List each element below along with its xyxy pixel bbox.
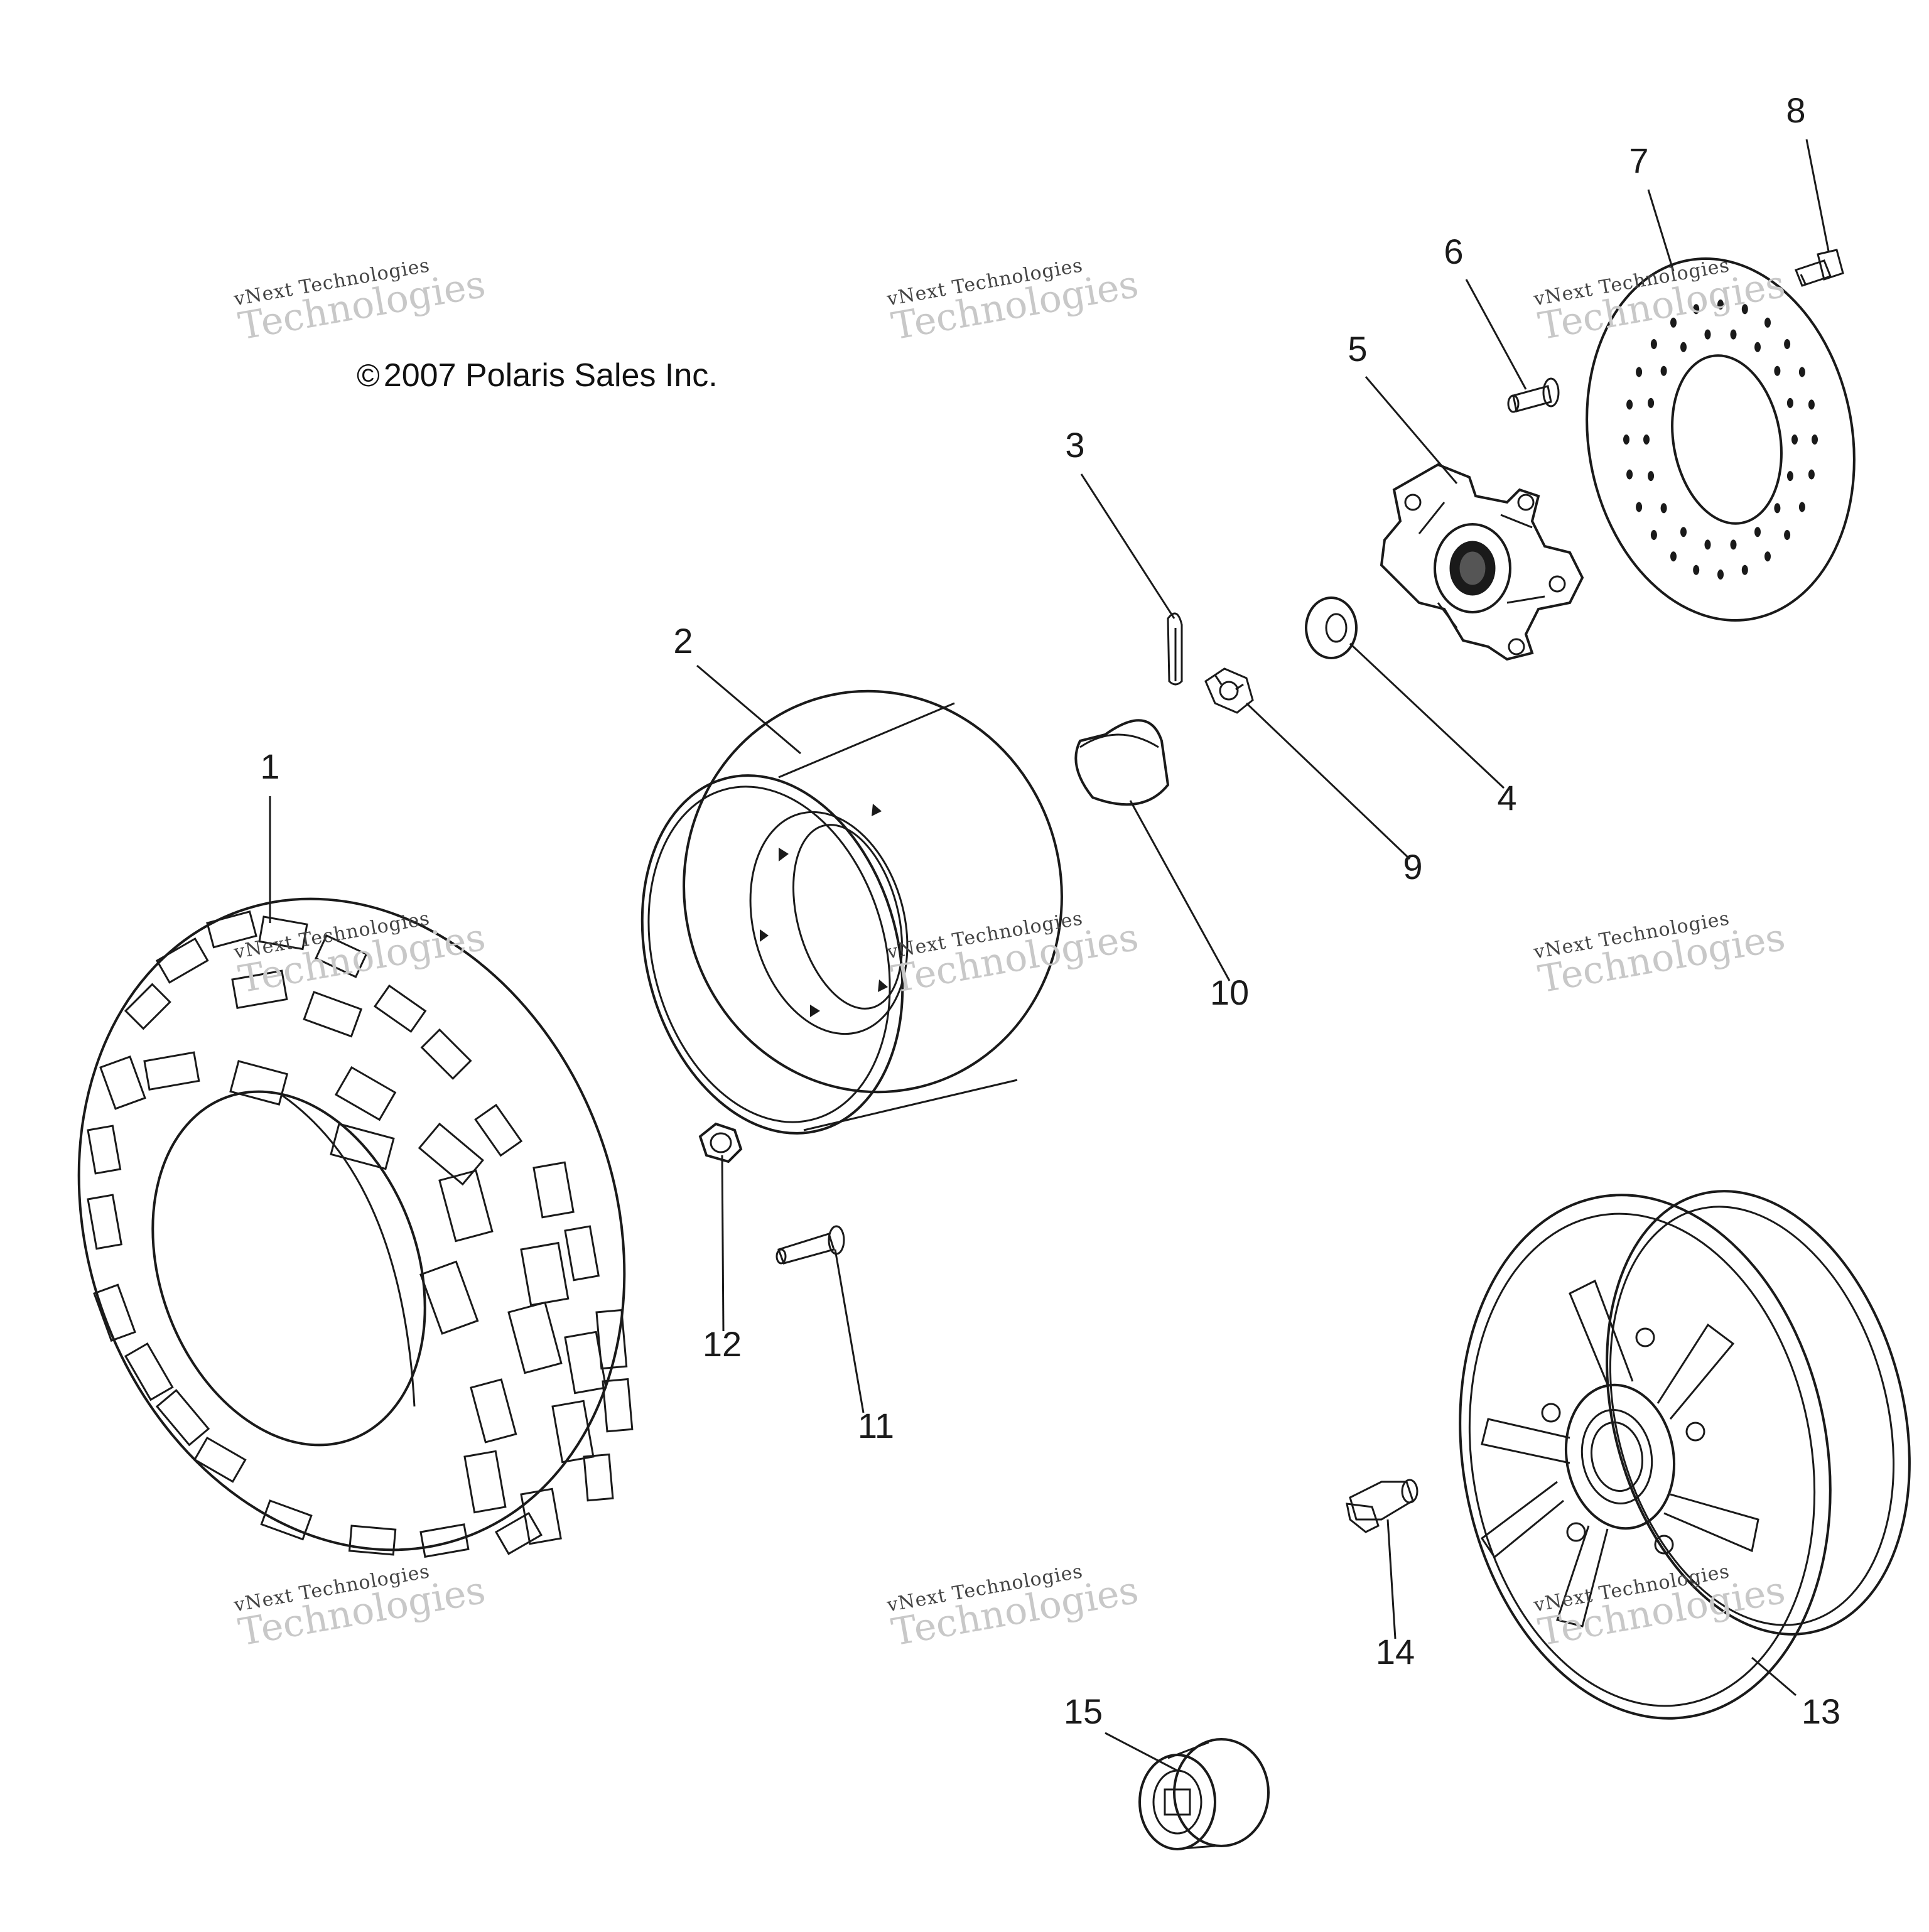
- cotter-pin-part: [1167, 612, 1183, 686]
- disc-hole: [1784, 530, 1791, 540]
- disc-hole: [1636, 367, 1643, 377]
- hub-part: [1380, 463, 1584, 661]
- leader-line-8: [1805, 139, 1830, 252]
- disc-hole: [1730, 539, 1737, 550]
- callout-number-15: 15: [1064, 1692, 1103, 1731]
- disc-hole: [1680, 342, 1687, 352]
- disc-hole: [1786, 471, 1793, 482]
- disc-hole: [1798, 367, 1805, 377]
- tire-part: [77, 897, 634, 1558]
- disc-hole: [1808, 469, 1815, 480]
- leader-line-13: [1751, 1656, 1797, 1697]
- callout-number-1: 1: [260, 747, 279, 786]
- brake-disc-part: [1586, 257, 1856, 622]
- disc-hole: [1754, 342, 1761, 352]
- lug-stud-part: [1346, 1479, 1418, 1533]
- callout-number-9: 9: [1403, 847, 1422, 887]
- disc-hole: [1704, 539, 1711, 550]
- leader-lines: [269, 139, 1830, 1772]
- disc-hole: [1650, 530, 1657, 540]
- leader-line-6: [1465, 279, 1527, 390]
- disc-hole: [1717, 300, 1724, 310]
- disc-hole: [1650, 339, 1657, 349]
- center-cap-part: [1138, 1738, 1270, 1850]
- leader-line-5: [1364, 376, 1458, 484]
- leader-line-7: [1647, 189, 1675, 272]
- disc-hole: [1648, 397, 1655, 408]
- disc-hole: [1643, 434, 1650, 445]
- disc-hole: [1704, 329, 1711, 340]
- stud-part: [1507, 377, 1560, 413]
- disc-hole: [1798, 502, 1805, 512]
- cast-wheel-part: [1459, 1190, 1911, 1720]
- leader-line-14: [1386, 1519, 1397, 1639]
- disc-hole: [1670, 551, 1677, 562]
- disc-hole: [1648, 471, 1655, 482]
- disc-hole: [1680, 527, 1687, 537]
- disc-hole: [1623, 434, 1629, 445]
- bolt-part: [1795, 249, 1844, 287]
- callout-number-6: 6: [1444, 232, 1463, 271]
- callout-number-13: 13: [1802, 1692, 1840, 1731]
- disc-hole: [1812, 434, 1818, 445]
- disc-hole: [1660, 365, 1667, 376]
- leader-line-11: [834, 1249, 865, 1413]
- leader-line-10: [1129, 800, 1231, 981]
- leader-line-12: [721, 1155, 725, 1332]
- cap-part: [1074, 719, 1170, 806]
- callout-number-14: 14: [1376, 1632, 1415, 1671]
- disc-hole: [1741, 304, 1748, 315]
- callout-number-10: 10: [1210, 973, 1249, 1012]
- callout-number-5: 5: [1348, 329, 1367, 369]
- lug-nut-part: [698, 1122, 743, 1163]
- callout-number-2: 2: [673, 621, 693, 661]
- disc-hole: [1741, 564, 1748, 575]
- copyright-symbol: ©: [357, 358, 380, 393]
- disc-hole: [1786, 397, 1793, 408]
- leader-line-15: [1105, 1732, 1178, 1772]
- disc-hole: [1764, 551, 1771, 562]
- leader-line-3: [1080, 473, 1175, 619]
- leader-line-2: [696, 664, 801, 755]
- callout-number-4: 4: [1497, 778, 1516, 818]
- disc-hole: [1660, 503, 1667, 514]
- steel-rim-part: [640, 689, 1063, 1135]
- disc-hole: [1626, 469, 1633, 480]
- disc-hole: [1774, 365, 1781, 376]
- disc-hole: [1764, 317, 1771, 328]
- disc-hole: [1784, 339, 1791, 349]
- callout-number-8: 8: [1786, 90, 1805, 130]
- callout-number-7: 7: [1629, 141, 1648, 180]
- disc-hole: [1670, 317, 1677, 328]
- disc-hole: [1808, 399, 1815, 410]
- disc-hole: [1717, 569, 1724, 580]
- disc-hole: [1730, 329, 1737, 340]
- disc-hole: [1693, 304, 1700, 315]
- bolt-11-part: [775, 1225, 845, 1265]
- castle-nut-part: [1204, 667, 1254, 714]
- copyright-notice: © 2007 Polaris Sales Inc.: [357, 357, 718, 394]
- callout-number-3: 3: [1065, 425, 1084, 465]
- callout-number-11: 11: [858, 1406, 894, 1445]
- washer-part: [1305, 596, 1358, 659]
- disc-hole: [1791, 434, 1798, 445]
- disc-hole: [1626, 399, 1633, 410]
- disc-hole: [1636, 502, 1643, 512]
- disc-hole: [1693, 564, 1700, 575]
- leader-line-4: [1349, 642, 1505, 789]
- callout-number-12: 12: [703, 1324, 742, 1364]
- leader-line-9: [1245, 702, 1411, 860]
- disc-hole: [1774, 503, 1781, 514]
- copyright-text: 2007 Polaris Sales Inc.: [383, 357, 718, 394]
- disc-hole: [1754, 527, 1761, 537]
